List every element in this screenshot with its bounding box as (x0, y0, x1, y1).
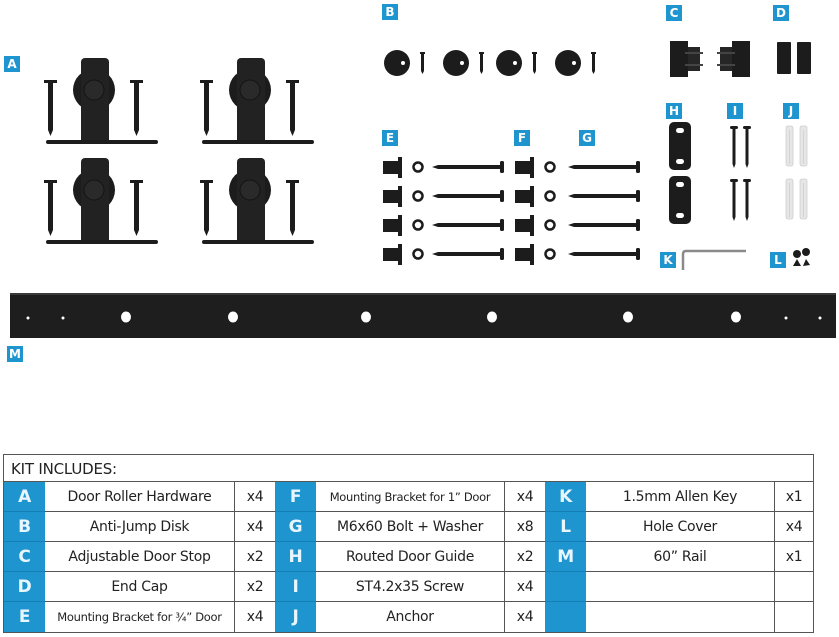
item-name: Mounting Bracket for ¾” Door (45, 602, 235, 632)
item-letter: H (275, 542, 316, 572)
item-name: Mounting Bracket for 1” Door (316, 482, 505, 512)
label-tag-i: I (727, 103, 743, 119)
item-name: 60” Rail (586, 542, 775, 572)
item-name: M6x60 Bolt + Washer (316, 512, 505, 542)
label-tag-d: D (773, 5, 789, 21)
label-tag-h: H (666, 103, 682, 119)
item-letter: E (4, 602, 45, 632)
item-letter: J (275, 602, 316, 632)
item-name: 1.5mm Allen Key (586, 482, 775, 512)
label-tag-e: E (382, 130, 398, 146)
label-tag-f: F (514, 130, 530, 146)
end-cap-icon (777, 42, 811, 74)
item-qty: x4 (235, 512, 275, 542)
item-letter: A (4, 482, 45, 512)
item-qty: x4 (505, 572, 545, 602)
door-roller-hardware-icon (43, 57, 315, 245)
item-qty: x1 (775, 482, 813, 512)
item-name: Anchor (316, 602, 505, 632)
item-name: Anti-Jump Disk (45, 512, 235, 542)
label-tag-j: J (783, 103, 799, 119)
item-qty: x2 (235, 572, 275, 602)
item-letter (545, 572, 586, 602)
label-tag-c: C (666, 5, 682, 21)
adjustable-door-stop-icon (670, 41, 750, 77)
item-letter: B (4, 512, 45, 542)
label-tag-b: B (382, 4, 398, 20)
kit-title: KIT INCLUDES: (4, 455, 813, 482)
kit-rows: A Door Roller Hardware x4 F Mounting Bra… (4, 482, 813, 632)
item-name: Hole Cover (586, 512, 775, 542)
item-qty (775, 602, 813, 632)
item-name (586, 572, 775, 602)
item-letter: G (275, 512, 316, 542)
item-qty (775, 572, 813, 602)
anchor-icon (785, 125, 808, 220)
item-name: End Cap (45, 572, 235, 602)
item-qty: x4 (775, 512, 813, 542)
item-qty: x2 (505, 542, 545, 572)
item-qty: x8 (505, 512, 545, 542)
item-qty: x4 (235, 482, 275, 512)
label-tag-l: L (770, 252, 786, 268)
item-qty: x4 (516, 609, 534, 625)
item-letter: F (275, 482, 316, 512)
item-letter: I (275, 572, 316, 602)
kit-includes-table: KIT INCLUDES: A Door Roller Hardware x4 … (3, 454, 814, 633)
item-qty: x4 (505, 482, 545, 512)
item-name (586, 602, 775, 632)
item-letter: D (4, 572, 45, 602)
item-name: Routed Door Guide (316, 542, 505, 572)
item-name: Door Roller Hardware (45, 482, 235, 512)
routed-door-guide-icon (669, 122, 691, 224)
hole-cover-icon (793, 248, 810, 266)
item-name: ST4.2x35 Screw (316, 572, 505, 602)
label-tag-g: G (579, 130, 595, 146)
anti-jump-disk-icon (384, 50, 596, 76)
item-qty: x4 (246, 609, 264, 625)
item-name: Adjustable Door Stop (45, 542, 235, 572)
allen-key-icon (681, 249, 746, 270)
screw-icon (730, 126, 751, 221)
mounting-bracket-bolt-icon (381, 155, 640, 267)
rail-icon (10, 293, 836, 338)
label-tag-a: A (4, 56, 20, 72)
item-letter: L (545, 512, 586, 542)
item-letter: M (545, 542, 586, 572)
item-qty: x1 (775, 542, 813, 572)
item-qty: x2 (235, 542, 275, 572)
label-tag-k: K (660, 252, 676, 268)
item-letter (545, 602, 586, 632)
item-letter: K (545, 482, 586, 512)
item-letter: C (4, 542, 45, 572)
label-tag-m: M (7, 346, 23, 362)
